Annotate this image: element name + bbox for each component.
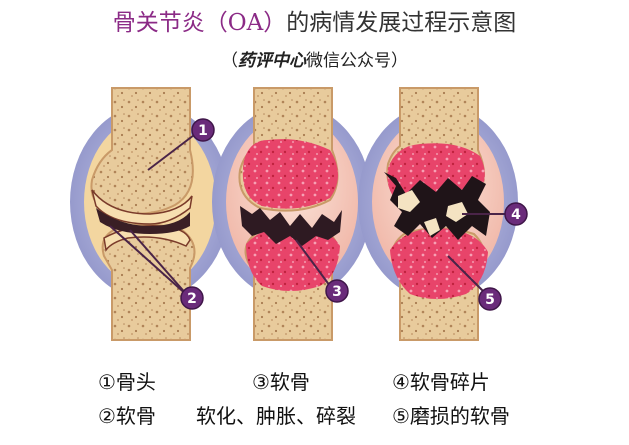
svg-text:1: 1 — [198, 123, 208, 139]
diagram-subtitle: （药评中心微信公众号） — [0, 46, 629, 71]
title-part-oa: 骨关节炎（OA） — [112, 10, 287, 36]
joint-gap — [96, 208, 190, 234]
svg-text:2: 2 — [187, 291, 197, 307]
marker-1: 1 — [191, 118, 215, 142]
diagram-title: 骨关节炎（OA）的病情发展过程示意图 — [0, 8, 629, 38]
title-part-desc: 的病情发展过程示意图 — [286, 10, 517, 36]
cartilage-fragment — [424, 218, 440, 236]
subtitle-rest: 微信公众号） — [306, 51, 408, 71]
inflamed-area-lower — [246, 226, 340, 291]
marker-5: 5 — [478, 287, 502, 311]
caption-fragments: ④软骨碎片 — [392, 370, 490, 394]
damaged-cartilage — [240, 206, 342, 246]
caption-cartilage: ②软骨 — [98, 404, 156, 428]
cartilage-upper — [91, 189, 193, 225]
marker-4: 4 — [504, 202, 528, 226]
cartilage-fragment — [398, 190, 420, 212]
caption-cartilage-damage: ③软骨 — [252, 370, 310, 394]
joint-healthy — [70, 87, 230, 341]
svg-text:3: 3 — [332, 284, 342, 300]
inflamed-area-upper — [242, 139, 338, 209]
cartilage-fragment — [446, 202, 468, 222]
joint-worn — [358, 87, 518, 341]
subtitle-open: （ — [221, 51, 238, 71]
worn-cartilage — [384, 172, 490, 240]
marker-3: 3 — [325, 279, 349, 303]
caption-worn-cartilage: ⑤磨损的软骨 — [392, 404, 510, 428]
subtitle-brand: 药评中心 — [238, 51, 306, 71]
caption-bone: ①骨头 — [98, 370, 156, 394]
joint-softened — [212, 87, 372, 341]
inflamed-area-lower — [390, 228, 488, 299]
marker-2: 2 — [180, 286, 204, 310]
svg-text:5: 5 — [485, 292, 495, 308]
caption-damage-description: 软化、肿胀、碎裂 — [196, 404, 356, 428]
svg-text:4: 4 — [511, 207, 521, 223]
